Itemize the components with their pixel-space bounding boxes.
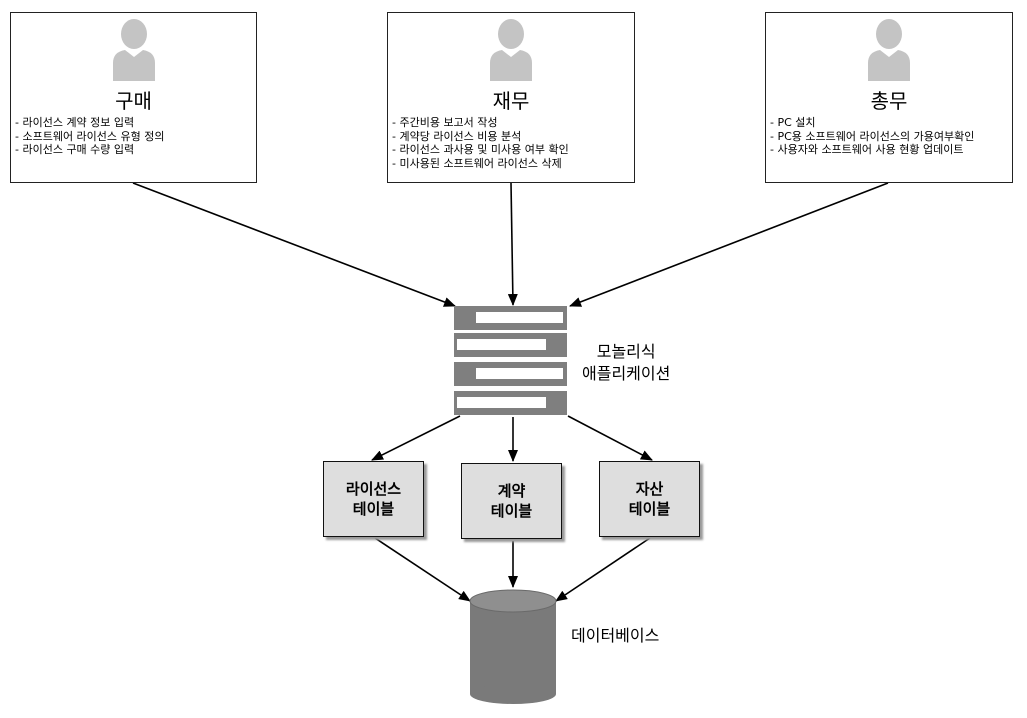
arrow-app-to-license-table <box>371 415 461 461</box>
table-label-line2: 테이블 <box>352 500 395 518</box>
license-table-box: 라이선스 테이블 <box>323 461 424 537</box>
role-box-purchase: 구매 - 라이선스 계약 정보 입력 - 소프트웨어 라이선스 유형 정의 - … <box>10 12 257 183</box>
person-icon <box>868 19 910 81</box>
contract-table-box: 계약 테이블 <box>461 463 562 539</box>
table-label-line1: 라이선스 <box>345 480 402 498</box>
server-stack-icon <box>454 306 567 415</box>
person-icon <box>113 19 155 81</box>
task-item: - 주간비용 보고서 작성 <box>392 116 498 129</box>
arrow-asset-table-to-db <box>555 537 651 602</box>
person-icon <box>490 19 532 81</box>
app-label: 모놀리식 애플리케이션 <box>582 341 670 385</box>
role-box-finance: 재무 - 주간비용 보고서 작성 - 계약당 라이선스 비용 분석 - 라이선스… <box>387 12 635 183</box>
task-item: - 계약당 라이선스 비용 분석 <box>392 129 522 143</box>
database-icon <box>469 589 557 704</box>
arrow-purchase-to-app <box>132 182 456 307</box>
arrow-app-to-asset-table <box>567 415 653 461</box>
task-list: - 라이선스 계약 정보 입력 - 소프트웨어 라이선스 유형 정의 - 라이선… <box>15 116 165 157</box>
role-title: 재무 <box>492 89 530 113</box>
arrow-general-to-app <box>569 182 889 307</box>
asset-table-box: 자산 테이블 <box>599 461 700 537</box>
role-title: 구매 <box>115 89 152 113</box>
task-list: - 주간비용 보고서 작성 - 계약당 라이선스 비용 분석 - 라이선스 과사… <box>392 116 569 170</box>
table-label-line1: 계약 <box>497 482 526 500</box>
role-box-general-affairs: 총무 - PC 설치 - PC용 소프트웨어 라이선스의 가용여부확인 - 사용… <box>765 12 1013 183</box>
database-label: 데이터베이스 <box>571 626 660 645</box>
task-list: - PC 설치 - PC용 소프트웨어 라이선스의 가용여부확인 - 사용자와 … <box>770 116 974 157</box>
app-label-line1: 모놀리식 <box>596 342 656 361</box>
task-item: - PC용 소프트웨어 라이선스의 가용여부확인 <box>770 129 975 143</box>
task-item: - 미사용된 소프트웨어 라이선스 삭제 <box>392 156 562 170</box>
task-item: - 소프트웨어 라이선스 유형 정의 <box>15 129 165 143</box>
task-item: - 라이선스 구매 수량 입력 <box>15 143 135 156</box>
arrow-license-table-to-db <box>374 537 471 602</box>
table-label-line1: 자산 <box>635 480 664 498</box>
task-item: - 라이선스 계약 정보 입력 <box>15 116 135 129</box>
arrow-finance-to-app <box>507 182 518 306</box>
table-label-line2: 테이블 <box>628 500 671 518</box>
task-item: - PC 설치 <box>770 116 816 129</box>
task-item: - 사용자와 소프트웨어 사용 현황 업데이트 <box>770 143 964 156</box>
role-title: 총무 <box>870 89 908 113</box>
app-label-line2: 애플리케이션 <box>582 364 671 383</box>
task-item: - 라이선스 과사용 및 미사용 여부 확인 <box>392 143 569 156</box>
table-label-line2: 테이블 <box>490 502 533 520</box>
